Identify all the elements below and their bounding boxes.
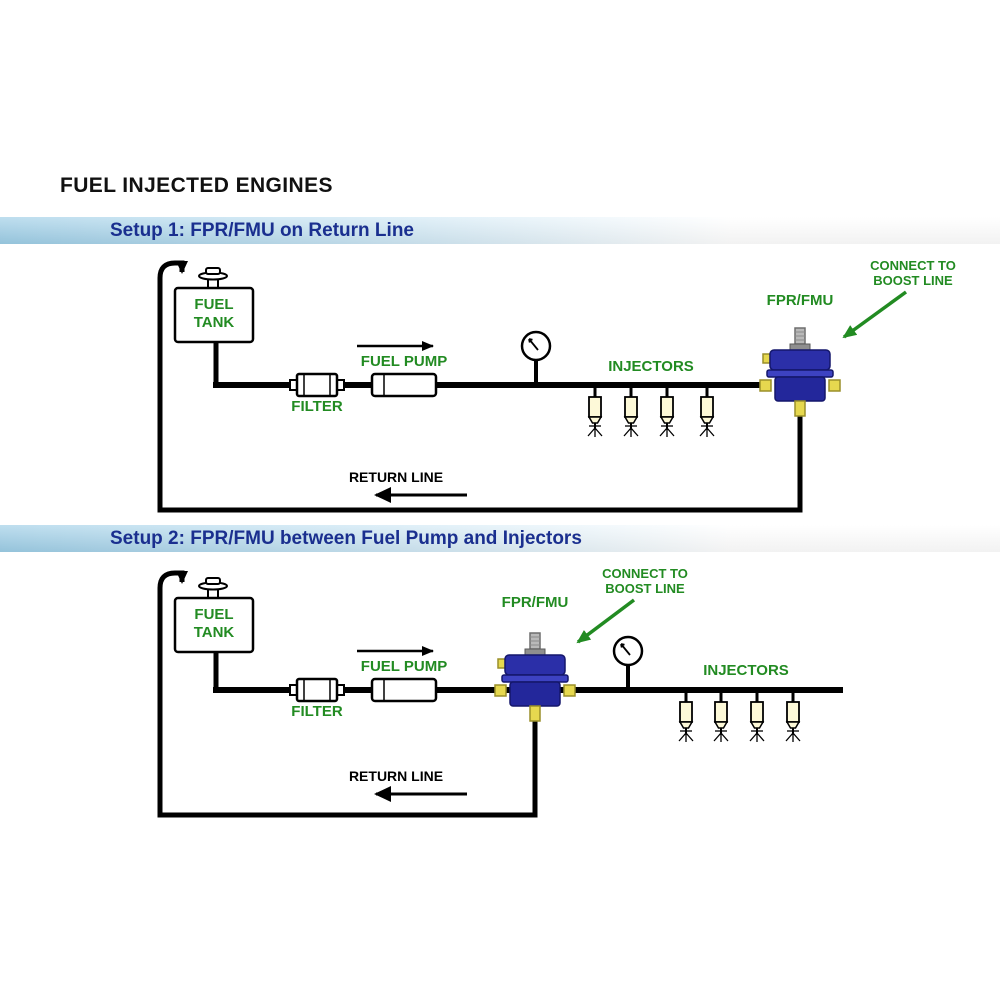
injector-2 — [712, 691, 730, 744]
fuel-pump — [370, 372, 438, 398]
boost-note-line1: CONNECT TO — [870, 258, 956, 273]
fpr-fmu-label: FPR/FMU — [767, 292, 834, 309]
fuel-tank-label-line1: FUEL — [194, 606, 233, 623]
setup2-diagram: FUEL TANK FILTER FUEL PUMP FPR/FMU CONNE… — [157, 566, 843, 818]
setup2-banner: Setup 2: FPR/FMU between Fuel Pump and I… — [0, 525, 1000, 552]
return-line-pipe — [157, 570, 538, 818]
injector-1 — [586, 386, 604, 439]
injector-1 — [677, 691, 695, 744]
setup1-banner: Setup 1: FPR/FMU on Return Line — [0, 217, 1000, 244]
boost-note-line2: BOOST LINE — [873, 273, 953, 288]
fuel-filter — [288, 677, 346, 703]
fuel-tank-label-line2: TANK — [194, 624, 235, 641]
boost-note-line2: BOOST LINE — [605, 581, 685, 596]
injector-3 — [658, 386, 676, 439]
setup1-diagram: FUEL TANK FILTER FUEL PUMP INJECTORS FPR… — [157, 258, 956, 513]
fpr-fmu-device — [759, 327, 841, 417]
injector-4 — [784, 691, 802, 744]
filter-label: FILTER — [291, 703, 343, 720]
injector-4 — [698, 386, 716, 439]
return-line-label: RETURN LINE — [349, 469, 443, 485]
injectors-label: INJECTORS — [703, 662, 789, 679]
boost-note-line1: CONNECT TO — [602, 566, 688, 581]
pressure-gauge — [612, 635, 644, 695]
fuel-tank-label-line2: TANK — [194, 314, 235, 331]
return-line-label: RETURN LINE — [349, 768, 443, 784]
fpr-fmu-device — [494, 632, 576, 722]
injectors-label: INJECTORS — [608, 358, 694, 375]
setup2-banner-label: Setup 2: FPR/FMU between Fuel Pump and I… — [110, 528, 582, 549]
fuel-pump-label: FUEL PUMP — [361, 658, 447, 675]
fpr-fmu-label: FPR/FMU — [502, 594, 569, 611]
fuel-pump — [370, 677, 438, 703]
boost-arrow — [842, 290, 908, 339]
fuel-tank-label-line1: FUEL — [194, 296, 233, 313]
injector-2 — [622, 386, 640, 439]
fuel-filter — [288, 372, 346, 398]
fuel-pump-label: FUEL PUMP — [361, 353, 447, 370]
setup1-banner-label: Setup 1: FPR/FMU on Return Line — [110, 220, 414, 241]
page-title: FUEL INJECTED ENGINES — [60, 174, 333, 197]
injector-3 — [748, 691, 766, 744]
pressure-gauge — [520, 330, 552, 390]
return-line-pipe — [157, 260, 803, 513]
boost-arrow — [576, 598, 636, 644]
filter-label: FILTER — [291, 398, 343, 415]
